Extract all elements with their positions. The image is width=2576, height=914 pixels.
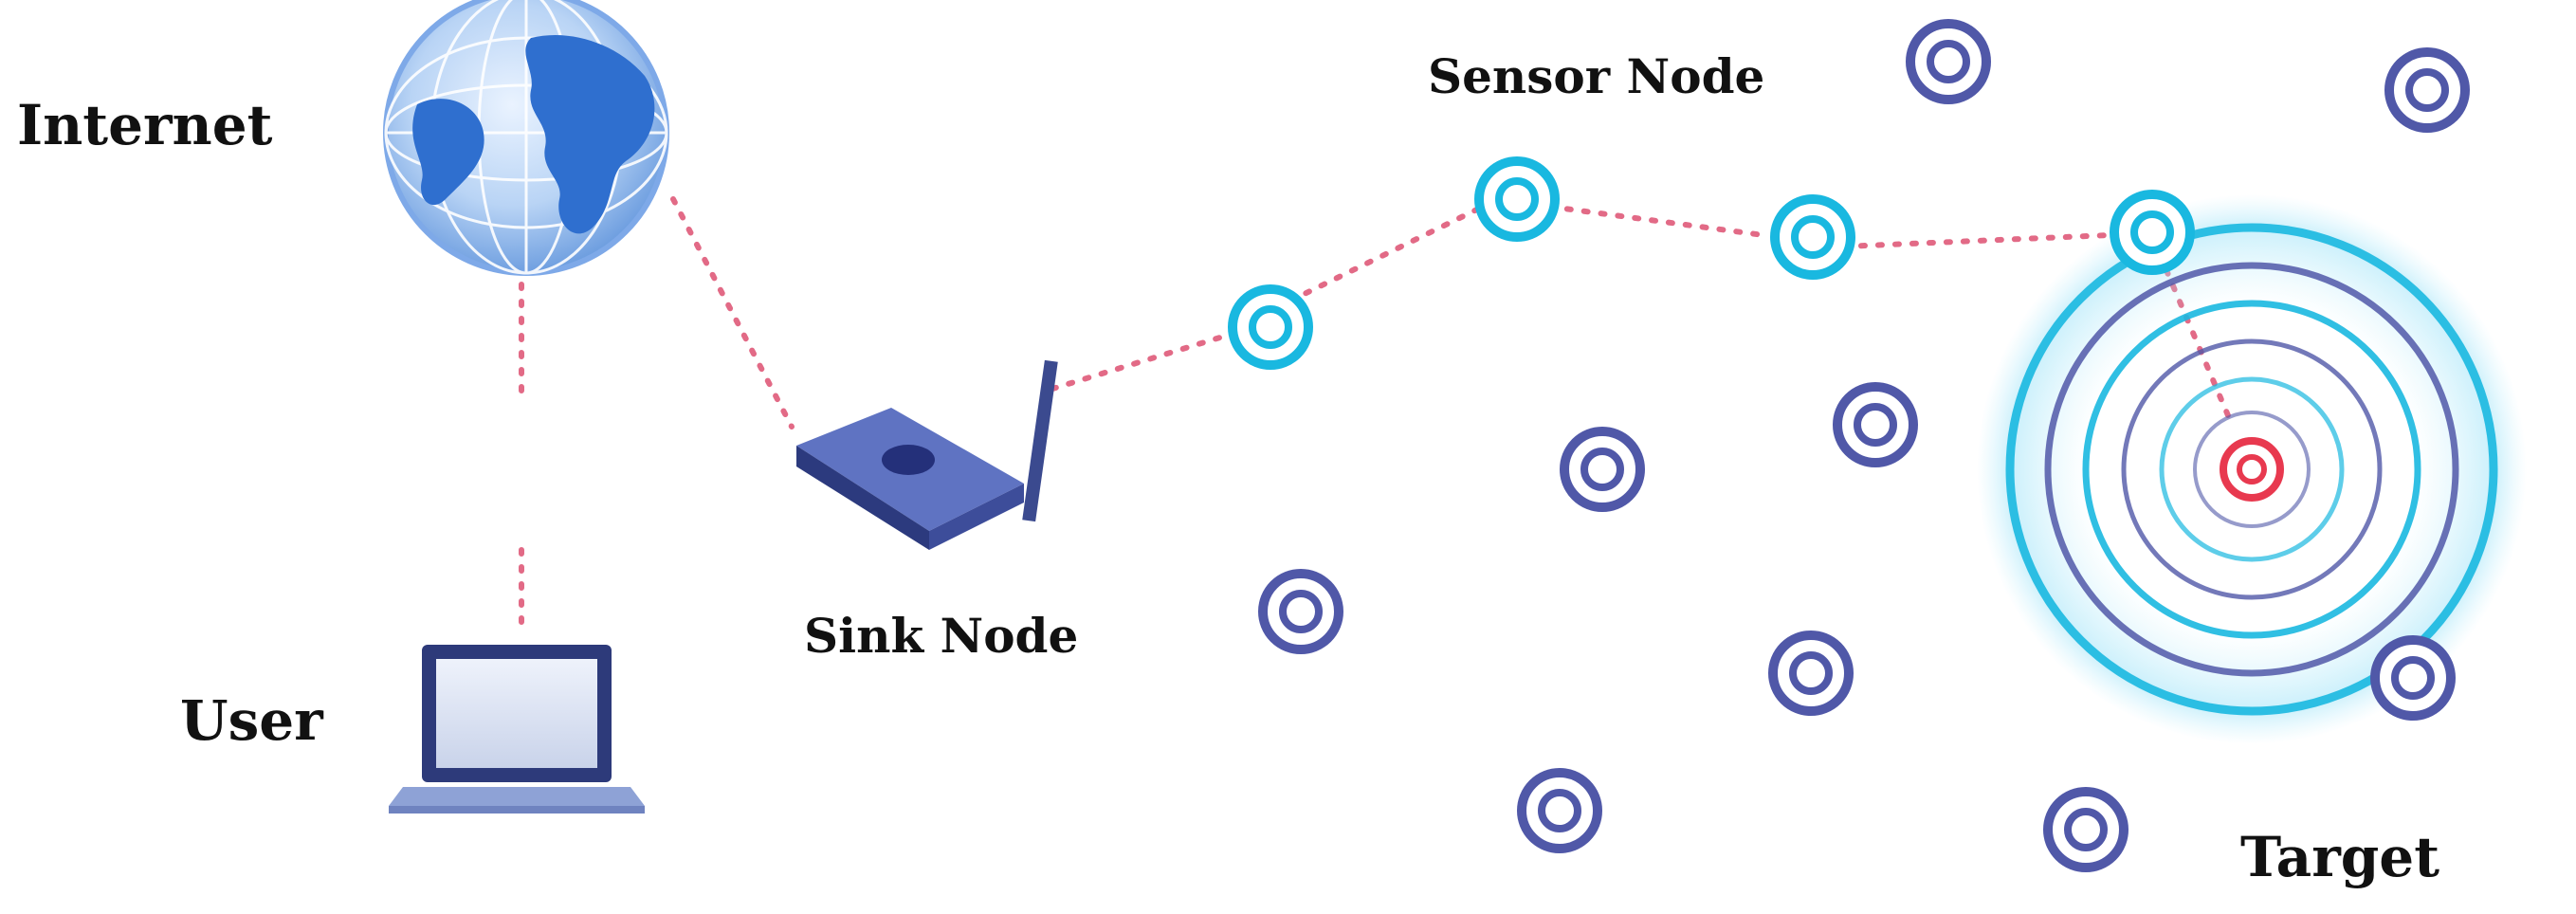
router-icon xyxy=(796,359,1058,550)
sensor-inner-ring xyxy=(1495,177,1539,221)
link-sensor2-sensor3 xyxy=(1547,204,1766,238)
sensor-inner-ring xyxy=(1580,448,1624,491)
sensor-inner-ring xyxy=(1791,215,1835,259)
link-sink-sensor1 xyxy=(1050,334,1226,392)
sensor-outer-ring xyxy=(1228,284,1313,370)
sensor-outer-ring xyxy=(1258,569,1343,654)
sensor-node xyxy=(1768,631,1854,716)
sensor-node xyxy=(2370,635,2456,721)
ripple-ring xyxy=(2005,223,2498,716)
sensor-outer-ring xyxy=(2384,47,2470,133)
sensor-outer-ring xyxy=(1768,631,1854,716)
user-label: User xyxy=(180,688,324,753)
link-lines xyxy=(519,196,2236,638)
sensor-inner-ring xyxy=(1538,789,1581,832)
target-label: Target xyxy=(2240,825,2439,889)
sensor-node xyxy=(1560,427,1645,512)
sensor-inner-ring xyxy=(1279,590,1323,633)
sensor-inner-ring xyxy=(2405,68,2449,112)
ripple-ring xyxy=(2082,300,2421,639)
ripple-ring xyxy=(2193,411,2311,528)
active-sensor-node xyxy=(1474,156,1560,242)
sensor-outer-ring xyxy=(2043,787,2128,872)
sensor-inner-ring xyxy=(2391,656,2435,700)
sensor-inner-ring xyxy=(1249,305,1292,349)
target-icon xyxy=(2220,437,2284,502)
sensor-node xyxy=(1833,382,1918,467)
sensor-inner-ring xyxy=(1854,403,1897,447)
sensor-outer-ring xyxy=(1517,768,1602,853)
laptop-icon xyxy=(389,645,645,813)
link-sensor1-sensor2 xyxy=(1272,201,1491,311)
sensor-node-label: Sensor Node xyxy=(1428,48,1764,104)
sensor-inner-ring xyxy=(1789,651,1833,695)
sensor-node xyxy=(2043,787,2128,872)
sensor-inner-ring xyxy=(2130,210,2174,254)
sensor-outer-ring xyxy=(1474,156,1560,242)
sensor-outer-ring xyxy=(2370,635,2456,721)
target-ripples xyxy=(1977,194,2527,744)
link-sensor3-sensor4 xyxy=(1841,232,2112,249)
sensor-outer-ring xyxy=(1770,194,1855,280)
sensor-node xyxy=(1906,19,1991,104)
ripple-ring xyxy=(2044,262,2459,677)
ripple-ring xyxy=(2159,376,2345,562)
sensor-node xyxy=(1517,768,1602,853)
sensor-outer-ring xyxy=(1906,19,1991,104)
ripple-ring xyxy=(2121,338,2383,600)
globe-icon xyxy=(383,0,669,276)
sensor-outer-ring xyxy=(1833,382,1918,467)
active-sensor-node xyxy=(1228,284,1313,370)
sensor-node xyxy=(1258,569,1343,654)
active-sensor-node xyxy=(1770,194,1855,280)
sink-node-label: Sink Node xyxy=(804,608,1078,664)
sensor-outer-ring xyxy=(1560,427,1645,512)
internet-label: Internet xyxy=(17,93,273,157)
sensor-inner-ring xyxy=(1927,40,1970,83)
active-sensor-node xyxy=(2110,190,2195,275)
link-globe-sink xyxy=(670,196,795,430)
sensor-inner-ring xyxy=(2064,808,2108,851)
sensor-node xyxy=(2384,47,2470,133)
sensor-outer-ring xyxy=(2110,190,2195,275)
sensor-nodes xyxy=(1228,19,2470,872)
